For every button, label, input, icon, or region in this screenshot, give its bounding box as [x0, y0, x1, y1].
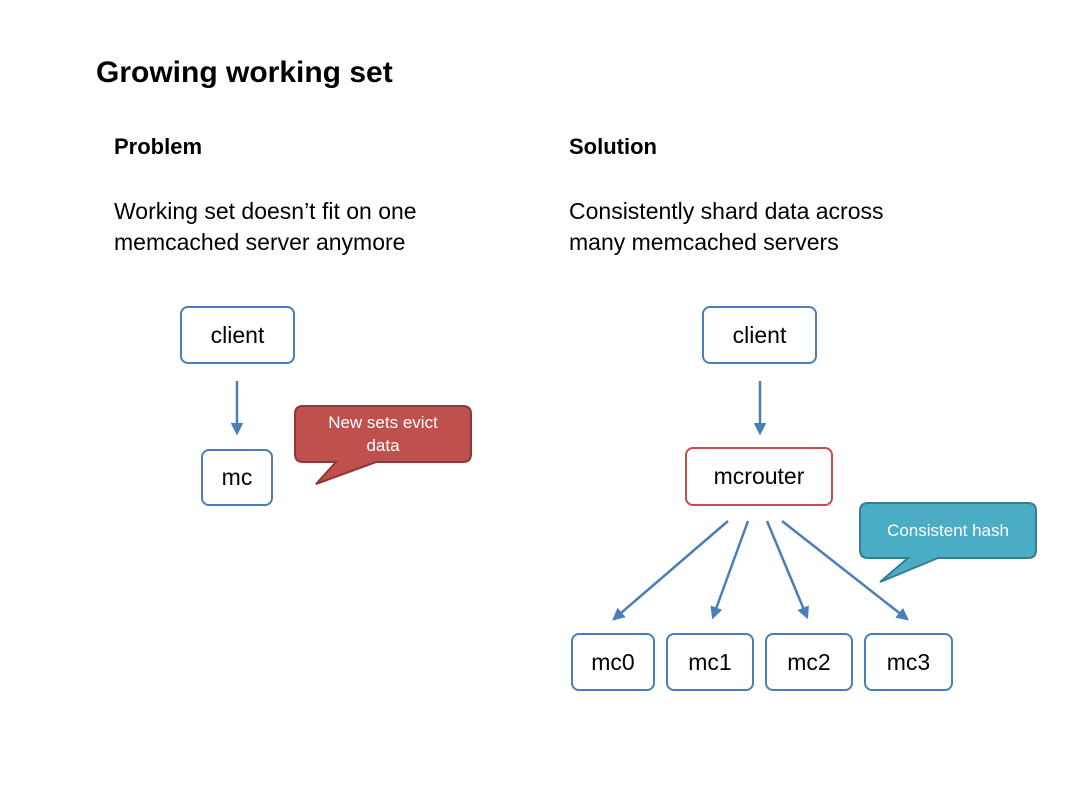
problem-description: Working set doesn’t fit on one memcached… [114, 196, 417, 258]
mc-label: mc [221, 464, 253, 490]
solution-text-line: many memcached servers [569, 229, 839, 255]
problem-text-line: Working set doesn’t fit on one [114, 198, 417, 224]
arrow-mcrouter-to-mc2 [765, 520, 809, 620]
evict-callout-shape [294, 405, 472, 485]
evict-callout-line: New sets evict [328, 413, 438, 432]
mcrouter-box: mcrouter [685, 447, 833, 506]
hash-callout: Consistent hash [860, 503, 1036, 558]
mcrouter-label: mcrouter [713, 463, 805, 489]
server-label: mc0 [591, 648, 635, 675]
server-box-mc3: mc3 [864, 633, 953, 691]
solution-heading: Solution [569, 134, 657, 159]
server-box-mc2: mc2 [765, 633, 853, 691]
arrow-mcrouter-to-mc1 [710, 520, 750, 620]
solution-text-line: Consistently shard data across [569, 198, 884, 224]
server-box-mc0: mc0 [571, 633, 655, 691]
evict-callout: New sets evict data [295, 406, 471, 462]
problem-heading: Problem [114, 134, 203, 159]
slide-title: Growing working set [96, 56, 393, 89]
problem-mc-box: mc [201, 449, 273, 506]
arrow-mcrouter-to-mc0 [612, 520, 729, 621]
arrow-mcrouter-to-mc3 [781, 520, 909, 621]
evict-callout-line: data [366, 436, 400, 455]
hash-callout-shape [859, 502, 1037, 583]
server-label: mc3 [886, 648, 931, 675]
problem-text-line: memcached server anymore [114, 229, 406, 255]
problem-client-box: client [180, 306, 295, 364]
server-box-mc1: mc1 [666, 633, 754, 691]
client-label: client [210, 321, 265, 348]
server-label: mc1 [688, 648, 732, 675]
hash-callout-text: Consistent hash [887, 521, 1009, 540]
client-label: client [732, 321, 787, 348]
solution-client-box: client [702, 306, 817, 364]
solution-description: Consistently shard data across many memc… [569, 196, 884, 258]
server-label: mc2 [787, 648, 831, 675]
